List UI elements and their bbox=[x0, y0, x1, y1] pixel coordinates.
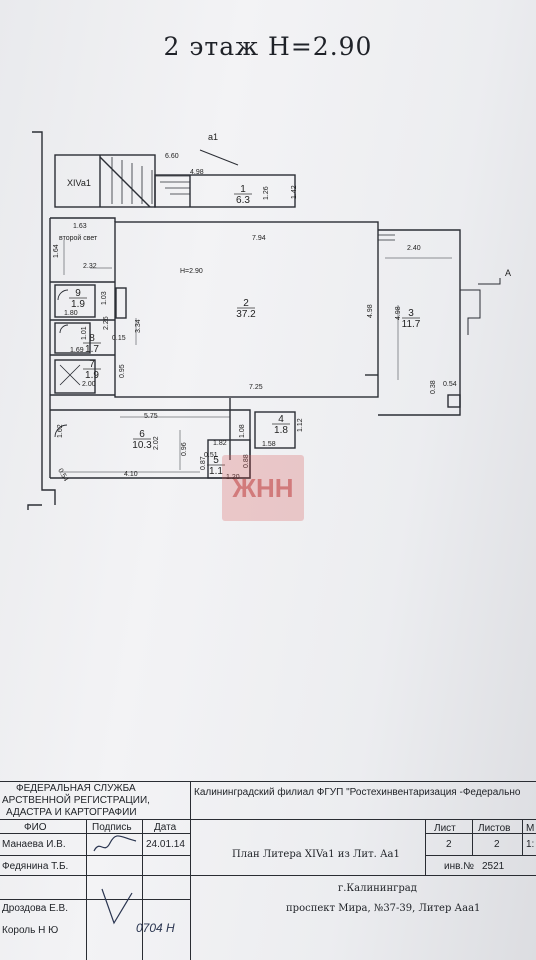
dimension-label: 2.02 bbox=[153, 436, 160, 450]
section-label: а1 bbox=[208, 132, 218, 142]
scale-value: 1: bbox=[526, 839, 535, 850]
dimension-label: 0.88 bbox=[243, 454, 250, 468]
dimension-label: 1.08 bbox=[239, 424, 246, 438]
city: г.Калининград bbox=[338, 883, 417, 894]
dimension-label: 0.15 bbox=[112, 335, 126, 342]
room-7-area: 1.9 bbox=[85, 370, 99, 381]
header-sheet: Лист bbox=[434, 823, 456, 834]
inventory-label: инв.№ bbox=[444, 861, 474, 872]
header-sheets: Листов bbox=[478, 823, 511, 834]
dimension-label: 5.75 bbox=[144, 413, 158, 420]
dimension-label: 0.54 bbox=[443, 381, 457, 388]
red-stamp: ЖНН bbox=[222, 455, 304, 521]
dimension-label: 4.98 bbox=[190, 169, 204, 176]
agency-line-1: ФЕДЕРАЛЬНАЯ СЛУЖБА bbox=[16, 783, 136, 794]
dimension-label: 1.63 bbox=[73, 223, 87, 230]
room-4-number: 4 bbox=[278, 414, 284, 425]
agency-line-3: АДАСТРА И КАРТОГРАФИИ bbox=[6, 807, 137, 818]
room-5-number: 5 bbox=[213, 455, 219, 466]
header-fio: ФИО bbox=[24, 822, 47, 833]
person-3-name: Дроздова Е.В. bbox=[2, 903, 68, 914]
dimension-label: 1.12 bbox=[297, 418, 304, 432]
dimension-label: 1.64 bbox=[53, 244, 60, 258]
room-9-number: 9 bbox=[75, 288, 81, 299]
dimension-label: 0.95 bbox=[119, 364, 126, 378]
light-well-label: второй свет bbox=[59, 234, 98, 242]
person-4-name: Король Н Ю bbox=[2, 925, 59, 936]
person-1-name: Манаева И.В. bbox=[2, 839, 66, 850]
dimension-label: 1.80 bbox=[64, 310, 78, 317]
inventory-number: 2521 bbox=[482, 861, 505, 872]
dimension-label: 7.94 bbox=[252, 235, 266, 242]
signature-2 bbox=[101, 888, 133, 925]
person-2-name: Федянина Т.Б. bbox=[2, 861, 69, 872]
dimension-label: 1.20 bbox=[226, 474, 240, 481]
plan-title: План Литера XIVa1 из Лит. Аа1 bbox=[232, 849, 400, 860]
dimension-label: 2.00 bbox=[82, 381, 96, 388]
dimension-label: 1.58 bbox=[262, 441, 276, 448]
dimension-label: 1.42 bbox=[291, 185, 298, 199]
room-2-area: 37.2 bbox=[236, 309, 256, 320]
dimension-label: 3.34 bbox=[135, 319, 142, 333]
unit-label: XIVa1 bbox=[67, 178, 91, 188]
height-label: H=2.90 bbox=[180, 268, 203, 275]
room-4-area: 1.8 bbox=[274, 425, 288, 436]
room-5-area: 1.1 bbox=[209, 466, 223, 477]
dimension-label: 2.26 bbox=[103, 316, 110, 330]
dimension-label: 4.98 bbox=[395, 306, 402, 320]
dimension-label: 2.32 bbox=[83, 263, 97, 270]
organization: Калининградский филиал ФГУП "Ростехинвен… bbox=[194, 787, 521, 798]
dimension-label: 1.26 bbox=[263, 186, 270, 200]
dimension-label: 4.10 bbox=[124, 471, 138, 478]
title-block: ФЕДЕРАЛЬНАЯ СЛУЖБА АРСТВЕННОЙ РЕГИСТРАЦИ… bbox=[0, 775, 536, 960]
floor-title: 2 этаж H=2.90 bbox=[163, 32, 373, 61]
sheet-number: 2 bbox=[446, 839, 452, 850]
dimension-label: 1.03 bbox=[101, 291, 108, 305]
dimension-label: 6.60 bbox=[165, 153, 179, 160]
header-date: Дата bbox=[154, 822, 177, 833]
address: проспект Мира, №37-39, Литер Ааа1 bbox=[286, 903, 481, 914]
dimension-label: 7.25 bbox=[249, 384, 263, 391]
sheets-count: 2 bbox=[494, 839, 500, 850]
dimension-label: 0.38 bbox=[430, 380, 437, 394]
room-1-area: 6.3 bbox=[236, 195, 250, 206]
room-9-area: 1.9 bbox=[71, 299, 85, 310]
room-6-area: 10.3 bbox=[132, 440, 152, 451]
room-1-number: 1 bbox=[240, 184, 246, 195]
dimension-label: 0.51 bbox=[204, 452, 218, 459]
stamp-text: ЖНН bbox=[232, 473, 294, 503]
room-2-number: 2 bbox=[243, 298, 249, 309]
dimension-label: 4.98 bbox=[367, 304, 374, 318]
header-signature: Подпись bbox=[92, 822, 132, 833]
agency-line-2: АРСТВЕННОЙ РЕГИСТРАЦИИ, bbox=[2, 795, 150, 806]
dimension-label: 2.40 bbox=[407, 245, 421, 252]
floor-plan: а1 А XIVa1 H=2.90 второй свет 16.3 237.2 3… bbox=[27, 131, 511, 510]
room-3-area: 11.7 bbox=[402, 319, 421, 330]
room-7-number: 7 bbox=[89, 359, 95, 370]
handwritten-date: 0704 Н bbox=[136, 921, 175, 935]
room-8-area: 1.7 bbox=[85, 344, 99, 355]
dimension-label: 1.69 bbox=[70, 347, 84, 354]
dimension-label: 1.82 bbox=[213, 440, 227, 447]
room-3-number: 3 bbox=[408, 308, 414, 319]
person-1-date: 24.01.14 bbox=[146, 839, 185, 850]
header-scale: М bbox=[526, 823, 535, 834]
room-8-number: 8 bbox=[89, 333, 95, 344]
dimension-label: 0.87 bbox=[200, 456, 207, 470]
signature-1 bbox=[93, 835, 137, 852]
dimension-label: 0.96 bbox=[181, 442, 188, 456]
dimension-label: 0.54 bbox=[56, 468, 69, 483]
room-6-number: 6 bbox=[139, 429, 145, 440]
dimension-label: 1.01 bbox=[81, 326, 88, 340]
side-label: А bbox=[505, 268, 511, 278]
dimension-label: 1.62 bbox=[57, 424, 64, 438]
